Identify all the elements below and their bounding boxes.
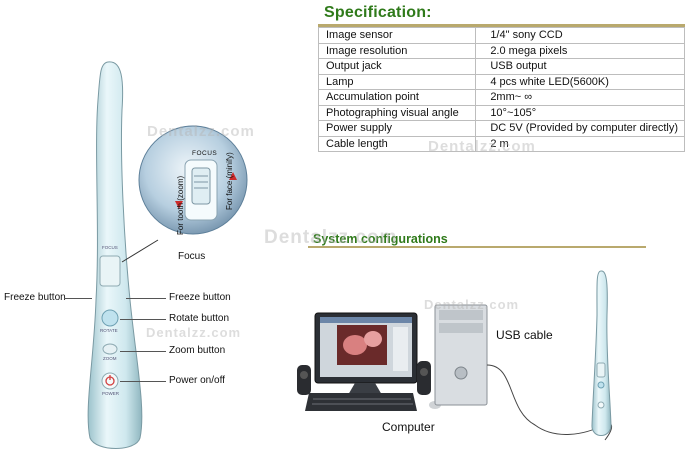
spec-key: Accumulation point xyxy=(317,89,477,106)
specification-divider xyxy=(318,24,685,27)
spec-key: Output jack xyxy=(317,58,477,75)
zoom-button-label: Zoom button xyxy=(169,345,226,356)
spec-key: Lamp xyxy=(317,73,477,90)
system-configurations-title: System configurations xyxy=(313,232,448,246)
handle-rotate-button xyxy=(101,309,119,327)
spec-key: Image resolution xyxy=(317,42,477,59)
usb-cable-label: USB cable xyxy=(496,328,553,342)
callout-line xyxy=(126,298,166,299)
system-setup-illustration xyxy=(297,270,612,441)
spec-value: 4 pcs white LED(5600K) xyxy=(475,73,685,90)
speaker-right xyxy=(417,361,431,395)
handle-focus-text: FOCUS xyxy=(102,245,118,250)
rotate-button-label: Rotate button xyxy=(169,313,230,324)
handle-focus-slider xyxy=(99,255,121,287)
handle-zoom-text: ZOOM xyxy=(103,356,117,361)
focus-caption: Focus xyxy=(178,251,206,262)
spec-value: 2.0 mega pixels xyxy=(475,42,685,59)
freeze-button-label-right: Freeze button xyxy=(169,292,231,303)
watermark: Dentalzz.com xyxy=(264,227,398,248)
spec-value: USB output xyxy=(475,58,685,75)
intraoral-camera-illustration xyxy=(87,61,248,449)
handle-power-text: POWER xyxy=(102,391,120,396)
callout-line xyxy=(120,381,166,382)
spec-key: Cable length xyxy=(317,135,477,152)
spec-value: 1/4" sony CCD xyxy=(475,27,685,44)
camera-small xyxy=(591,270,612,436)
keyboard xyxy=(305,393,417,411)
arrow-down-icon xyxy=(175,201,183,209)
watermark: Dentalzz.com xyxy=(424,297,520,312)
spec-value: DC 5V (Provided by computer directly) xyxy=(475,120,685,137)
spec-value: 2 m xyxy=(475,135,685,152)
freeze-button-label-left: Freeze button xyxy=(4,292,66,303)
spec-key: Power supply xyxy=(317,120,477,137)
spec-value: 10°~105° xyxy=(475,104,685,121)
handle-power-button xyxy=(101,372,119,390)
tooth-zoom-label: For tooth (zoom) xyxy=(176,175,185,235)
speaker-left xyxy=(297,365,311,395)
handle-zoom-button xyxy=(102,343,118,355)
power-button-label: Power on/off xyxy=(169,375,225,386)
system-divider xyxy=(308,246,646,248)
spec-key: Photographing visual angle xyxy=(317,104,477,121)
watermark: Dentalzz.com xyxy=(146,325,242,340)
callout-line xyxy=(120,351,166,352)
focus-magnifier-label: FOCUS xyxy=(192,150,218,157)
specification-title: Specification: xyxy=(324,4,432,21)
callout-line xyxy=(64,298,92,299)
arrow-up-icon xyxy=(229,172,237,180)
spec-key: Image sensor xyxy=(317,27,477,44)
monitor-stand xyxy=(348,383,382,395)
face-minify-label: For face (minify) xyxy=(225,152,234,210)
handle-rotate-text: ROTATE xyxy=(100,328,118,333)
callout-line xyxy=(120,319,166,320)
watermark: Dentalzz.com xyxy=(147,123,255,140)
spec-value: 2mm~ ∞ xyxy=(475,89,685,106)
computer-label: Computer xyxy=(382,420,435,434)
watermark: Dentalzz.com xyxy=(428,138,536,155)
